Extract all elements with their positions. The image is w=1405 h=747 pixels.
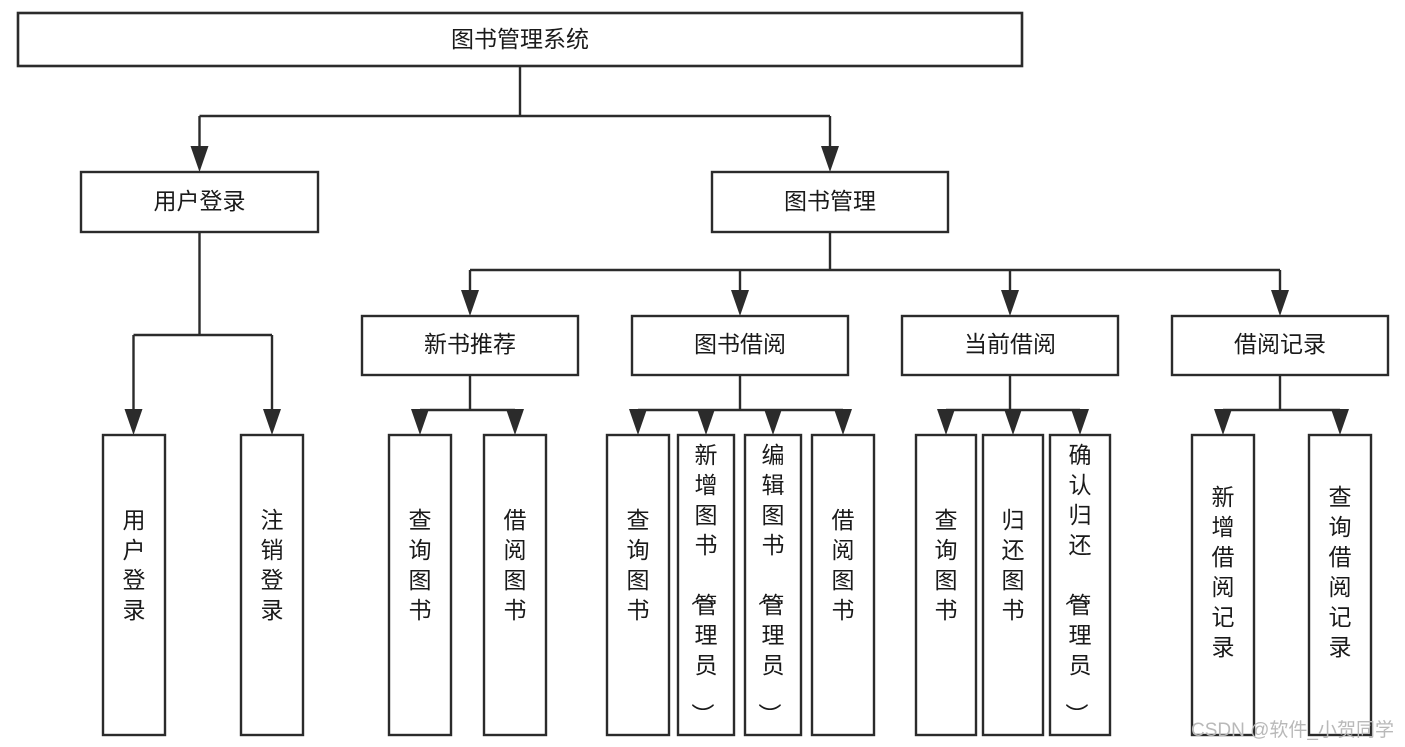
arrow-to-leaf-borrow-book	[834, 409, 852, 435]
node-user-login-label: 用户登录	[154, 188, 246, 214]
arrow-to-leaf-add-book-admin	[697, 409, 715, 435]
node-leaf-query-borrow-record-rect[interactable]	[1307, 433, 1373, 737]
node-leaf-edit-book-admin-rect[interactable]	[743, 433, 803, 737]
node-leaf-user-login-label: 用户登录	[123, 507, 146, 623]
arrow-to-borrow-record	[1271, 290, 1289, 316]
node-current-borrow[interactable]: 当前借阅	[900, 314, 1120, 377]
node-leaf-query-borrow-record-label: 查询借阅记录	[1329, 484, 1352, 660]
arrow-to-leaf-query-book-rec	[411, 409, 429, 435]
node-leaf-return-book-rect[interactable]	[981, 433, 1045, 737]
connector-layer	[124, 66, 1349, 435]
node-leaf-borrow-book-rec-label: 借阅图书	[504, 507, 527, 623]
arrow-to-book-manage	[821, 146, 839, 172]
node-borrow-record[interactable]: 借阅记录	[1170, 314, 1390, 377]
node-current-borrow-rect[interactable]	[900, 314, 1120, 377]
csdn-watermark: CSDN @软件_小贺同学	[1191, 719, 1394, 741]
node-leaf-query-book-rec[interactable]: 查询图书	[387, 433, 453, 737]
node-leaf-query-book-borrow-rect[interactable]	[605, 433, 671, 737]
node-leaf-user-login[interactable]: 用户登录	[101, 433, 167, 737]
node-leaf-return-book[interactable]: 归还图书	[981, 433, 1045, 737]
arrow-to-leaf-query-borrow-record	[1331, 409, 1349, 435]
node-book-borrow[interactable]: 图书借阅	[630, 314, 850, 377]
node-leaf-add-borrow-record-label: 新增借阅记录	[1212, 484, 1235, 660]
node-leaf-add-borrow-record[interactable]: 新增借阅记录	[1190, 433, 1256, 737]
node-leaf-query-book-borrow-label: 查询图书	[627, 507, 650, 623]
node-leaf-logout-label: 注销登录	[261, 507, 284, 623]
node-leaf-add-book-admin-label: 新增图书（管理员）	[690, 442, 718, 726]
arrow-to-leaf-query-book-borrow	[629, 409, 647, 435]
node-leaf-edit-book-admin-label: 编辑图书（管理员）	[757, 442, 785, 726]
arrow-to-new-book-recommend	[461, 290, 479, 316]
node-book-manage-label: 图书管理	[784, 188, 876, 214]
node-leaf-query-book-rec-label: 查询图书	[409, 507, 432, 623]
node-leaf-query-book-borrow[interactable]: 查询图书	[605, 433, 671, 737]
node-root[interactable]: 图书管理系统	[16, 11, 1024, 68]
arrow-to-user-login	[190, 146, 209, 172]
node-user-login[interactable]: 用户登录	[79, 170, 320, 234]
node-leaf-confirm-return-admin-label: 确认归还（管理员）	[1064, 442, 1092, 726]
node-leaf-query-book-current-rect[interactable]	[914, 433, 978, 737]
node-leaf-query-book-rec-rect[interactable]	[387, 433, 453, 737]
arrow-to-leaf-query-book-current	[937, 409, 955, 435]
arrow-to-leaf-return-book	[1004, 409, 1022, 435]
arrow-to-leaf-add-borrow-record	[1214, 409, 1232, 435]
arrow-to-book-borrow	[731, 290, 749, 316]
node-leaf-borrow-book-label: 借阅图书	[832, 507, 855, 623]
arrow-to-current-borrow	[1001, 290, 1019, 316]
arrow-to-leaf-confirm-return-admin	[1071, 409, 1089, 435]
node-borrow-record-rect[interactable]	[1170, 314, 1390, 377]
node-leaf-logout-rect[interactable]	[239, 433, 305, 737]
node-leaf-borrow-book-rec-rect[interactable]	[482, 433, 548, 737]
node-new-book-recommend-rect[interactable]	[360, 314, 580, 377]
arrow-to-leaf-edit-book-admin	[764, 409, 782, 435]
node-leaf-add-borrow-record-rect[interactable]	[1190, 433, 1256, 737]
arrow-to-leaf-borrow-book-rec	[506, 409, 524, 435]
node-new-book-recommend-label: 新书推荐	[424, 331, 516, 357]
arrow-to-leaf-logout	[263, 409, 281, 435]
node-book-borrow-label: 图书借阅	[694, 331, 786, 357]
node-leaf-borrow-book-rec[interactable]: 借阅图书	[482, 433, 548, 737]
node-current-borrow-label: 当前借阅	[964, 331, 1056, 357]
node-book-borrow-rect[interactable]	[630, 314, 850, 377]
node-leaf-query-book-current-label: 查询图书	[935, 507, 958, 623]
node-leaf-borrow-book-rect[interactable]	[810, 433, 876, 737]
node-leaf-add-book-admin-rect[interactable]	[676, 433, 736, 737]
node-book-manage[interactable]: 图书管理	[710, 170, 950, 234]
node-leaf-query-book-current[interactable]: 查询图书	[914, 433, 978, 737]
node-leaf-return-book-label: 归还图书	[1002, 507, 1025, 623]
node-leaf-confirm-return-admin[interactable]: 确认归还（管理员）	[1048, 433, 1112, 737]
node-leaf-confirm-return-admin-rect[interactable]	[1048, 433, 1112, 737]
node-borrow-record-label: 借阅记录	[1234, 331, 1326, 357]
node-leaf-user-login-rect[interactable]	[101, 433, 167, 737]
node-root-rect[interactable]	[16, 11, 1024, 68]
node-leaf-add-book-admin[interactable]: 新增图书（管理员）	[676, 433, 736, 737]
node-book-manage-rect[interactable]	[710, 170, 950, 234]
node-leaf-logout[interactable]: 注销登录	[239, 433, 305, 737]
node-leaf-query-borrow-record[interactable]: 查询借阅记录	[1307, 433, 1373, 737]
node-new-book-recommend[interactable]: 新书推荐	[360, 314, 580, 377]
arrow-to-leaf-user-login	[124, 409, 143, 435]
node-root-label: 图书管理系统	[451, 26, 589, 52]
node-leaf-edit-book-admin[interactable]: 编辑图书（管理员）	[743, 433, 803, 737]
node-leaf-borrow-book[interactable]: 借阅图书	[810, 433, 876, 737]
node-user-login-rect[interactable]	[79, 170, 320, 234]
